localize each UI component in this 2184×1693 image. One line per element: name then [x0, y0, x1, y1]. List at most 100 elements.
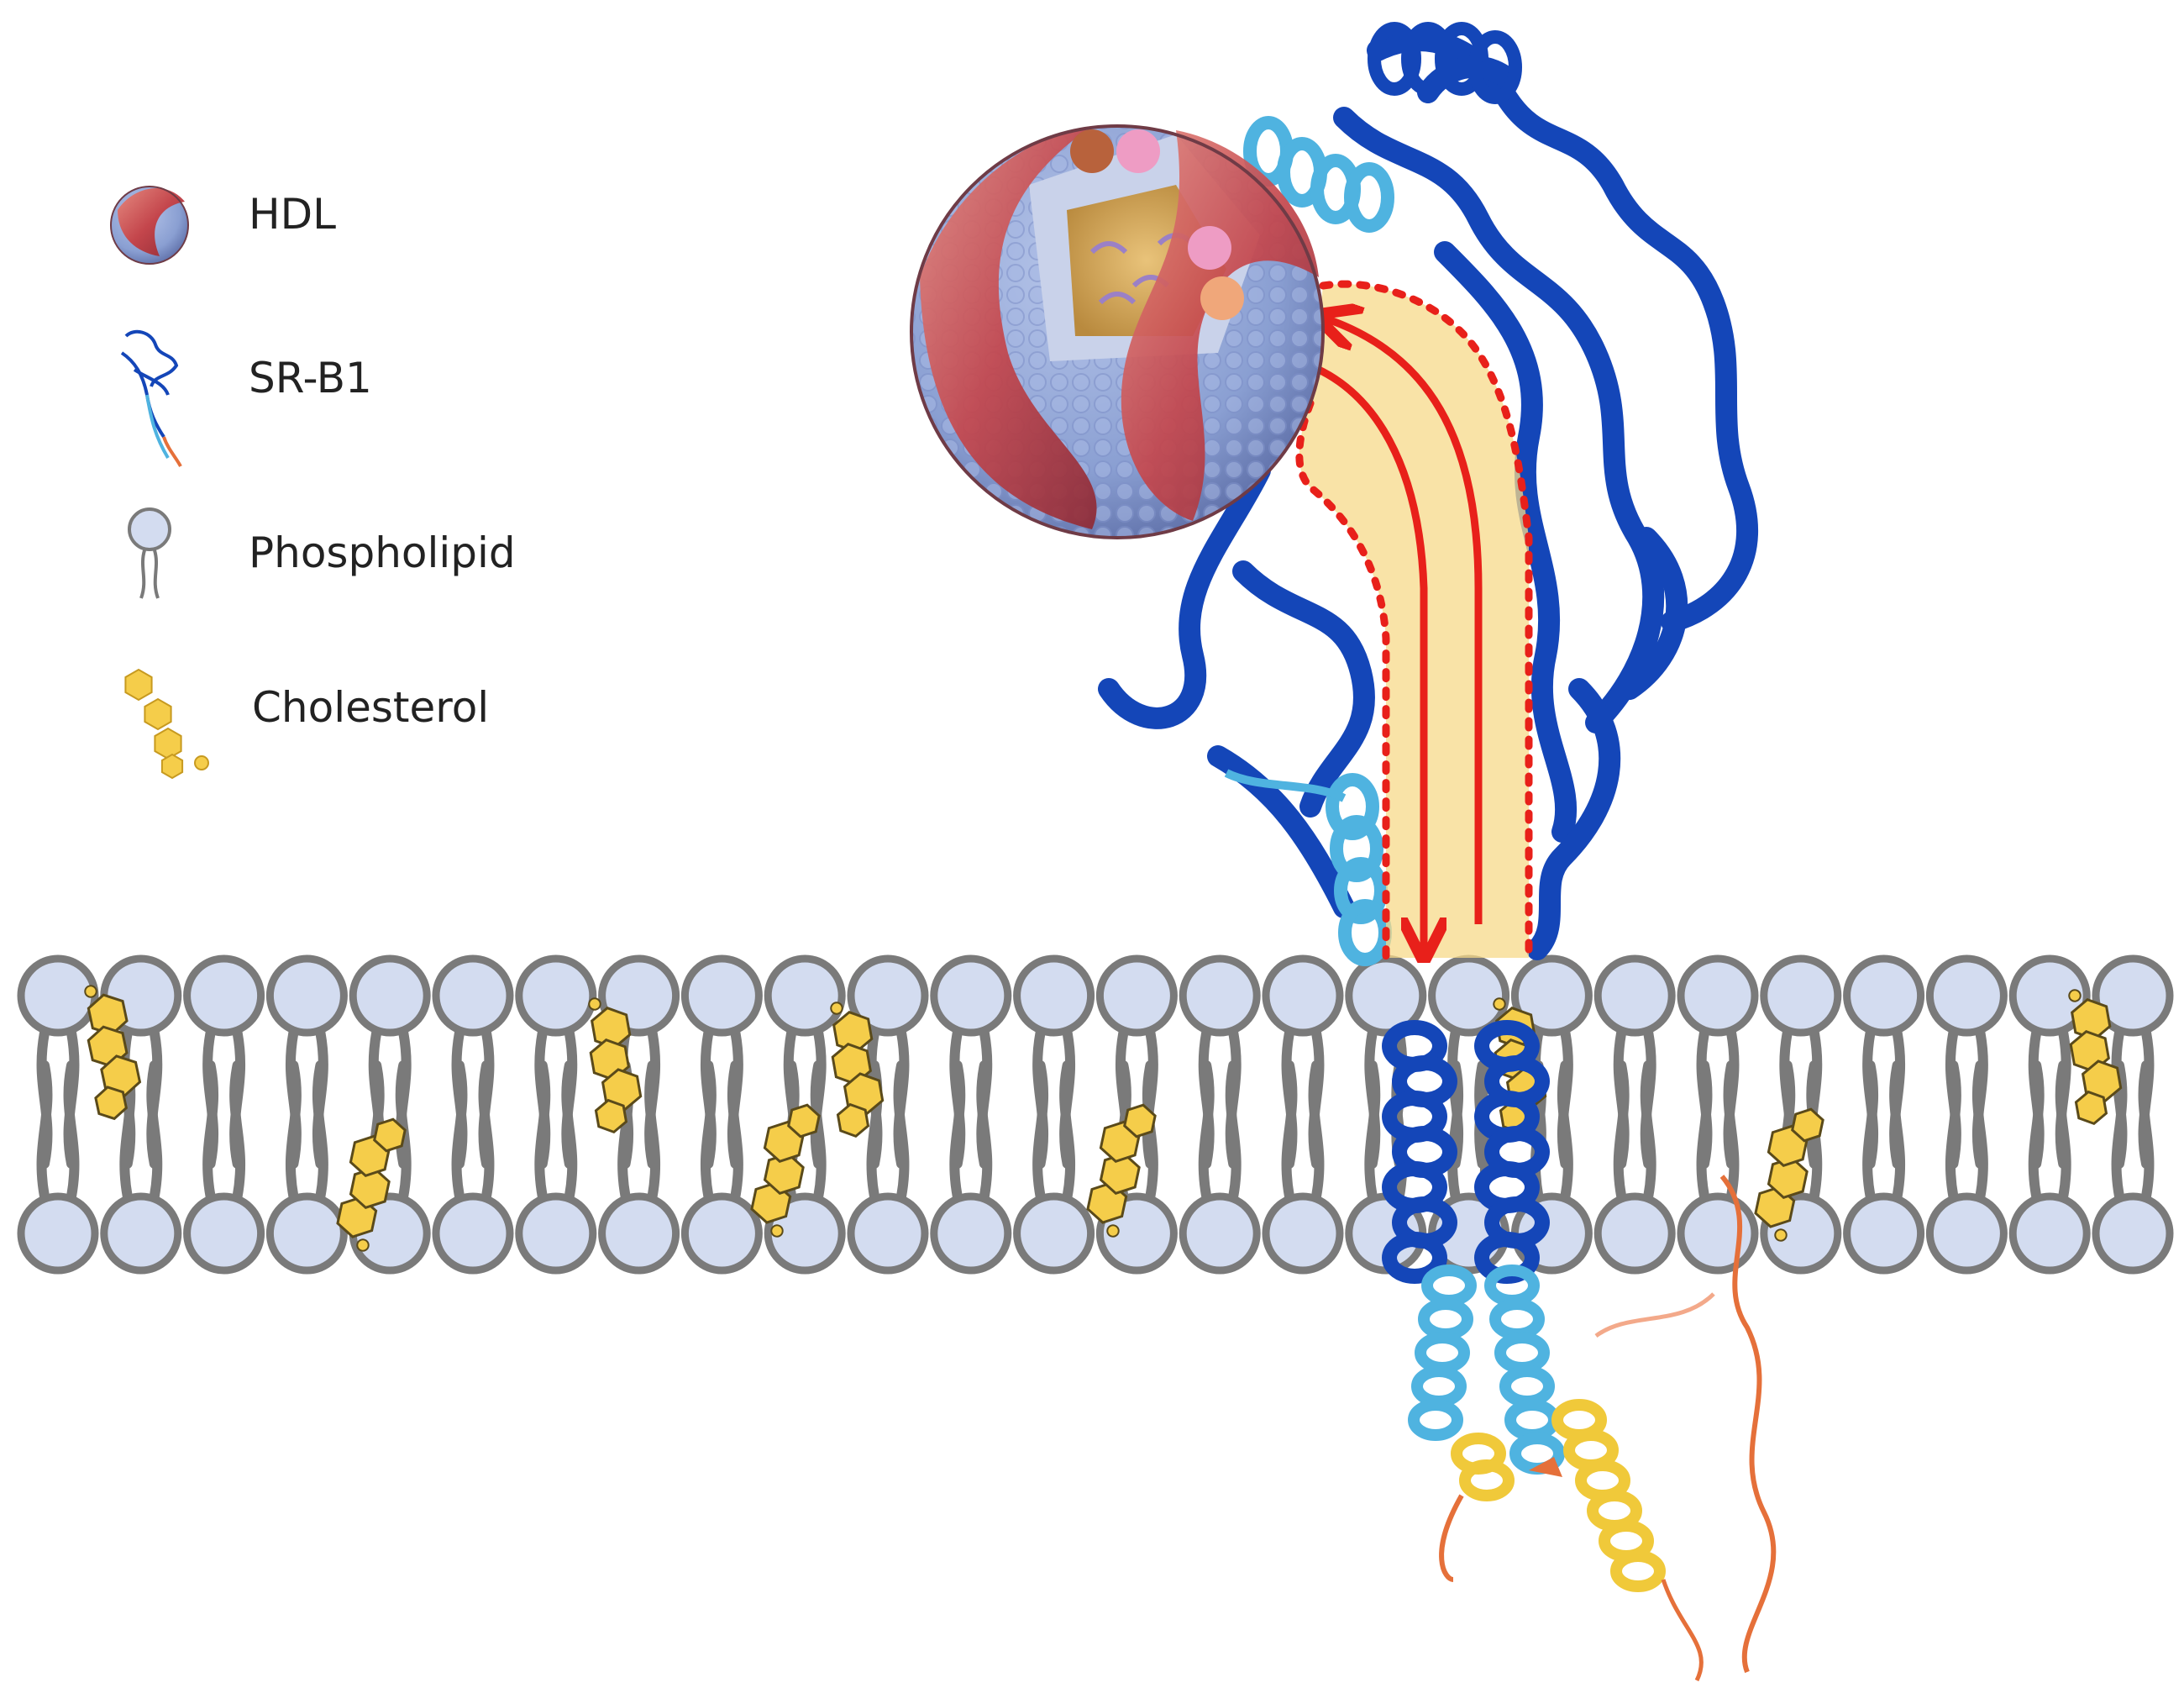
lipid-tail-pair: [2111, 1028, 2155, 1201]
phospholipid-head-outer: [1925, 954, 2008, 1037]
cholesterol-molecule: [84, 985, 142, 1121]
lipid-tail-pair: [451, 1028, 495, 1201]
cytoplasmic-helix-turn: [1489, 1298, 1545, 1340]
lipid-tail-pair: [534, 1028, 578, 1201]
phospholipid-head-outer: [680, 954, 763, 1037]
phospholipid-head-inner: [265, 1192, 348, 1275]
cytoplasmic-helix-turn: [1408, 1399, 1463, 1441]
cholesterol-molecule: [1086, 1103, 1157, 1238]
cholesterol-molecule: [830, 1002, 885, 1138]
phospholipid-head-inner: [1593, 1192, 1676, 1275]
lipid-tail-pair: [700, 1028, 743, 1201]
srb1-helix-top: [1368, 22, 1522, 104]
phospholipid-head-outer: [1760, 954, 1842, 1037]
phospholipid-head-outer: [349, 954, 431, 1037]
phospholipid-head-inner: [1179, 1192, 1261, 1275]
lipid-tail-pair: [1862, 1028, 1906, 1201]
srb1-protein: [1098, 22, 1758, 966]
phospholipid-head-outer: [1510, 954, 1593, 1037]
lipid-tail-pair: [1281, 1028, 1325, 1201]
phospholipid-head-outer: [2092, 954, 2174, 1037]
cholesterol-molecule: [336, 1117, 407, 1252]
cytoplasmic-helix-turn: [1484, 1264, 1540, 1307]
phospholipid-head-inner: [598, 1192, 680, 1275]
phospholipid-head-outer: [183, 954, 265, 1037]
phospholipid-bilayer: [17, 954, 2174, 1275]
phospholipid-head-outer: [1179, 954, 1261, 1037]
phospholipid-head-outer: [847, 954, 929, 1037]
legend: [110, 186, 209, 780]
phospholipid-head-inner: [1925, 1192, 2008, 1275]
legend-label-srb1: SR-B1: [249, 354, 372, 402]
cholesterol-ring: [144, 697, 172, 731]
hdl-particle-icon: [110, 186, 189, 265]
phospholipid-head-outer: [1013, 954, 1095, 1037]
phospholipid-head-outer: [1593, 954, 1676, 1037]
cytoplasmic-helix-turn: [1610, 1550, 1666, 1592]
lipid-tail-pair: [2028, 1028, 2071, 1201]
lipid-tail-pair: [202, 1028, 246, 1201]
phospholipid-head-outer: [930, 954, 1012, 1037]
phospholipid-head-inner: [1013, 1192, 1095, 1275]
cholesterol-ring: [124, 668, 153, 702]
srb1-protein-icon: [120, 329, 182, 467]
phospholipid-head-outer: [17, 954, 99, 1037]
srb1-extracellular-domain: [1098, 29, 1758, 960]
disordered-loop: [1594, 1292, 1715, 1338]
disordered-loop: [1719, 1175, 1777, 1674]
efflux-arrow: [1323, 318, 1483, 924]
phospholipid-head-inner: [1262, 1192, 1344, 1275]
phospholipid-head-outer: [1262, 954, 1344, 1037]
lipid-tail-pair: [1613, 1028, 1656, 1201]
phospholipid-head-inner: [183, 1192, 265, 1275]
lipid-tail-pair: [1530, 1028, 1573, 1201]
phospholipid-head-outer: [1095, 954, 1178, 1037]
disordered-loop: [1661, 1579, 1704, 1682]
cholesterol-ring: [154, 727, 182, 760]
cytoplasmic-helix-turn: [1499, 1365, 1555, 1407]
srb1-cytoplasmic-tail: [1408, 1175, 1777, 1682]
srb1-light-blue-helices: [1224, 116, 1394, 966]
cholesterol-icon: [124, 668, 209, 780]
phospholipid-head-inner: [680, 1192, 763, 1275]
phospholipid-icon: [128, 507, 171, 599]
lipid-tail-pair: [1696, 1028, 1740, 1201]
cholesterol-molecule: [1754, 1107, 1824, 1242]
lipid-tail-pair: [119, 1028, 163, 1201]
lipid-tail-pair: [1945, 1028, 1988, 1201]
phospholipid-head-inner: [930, 1192, 1012, 1275]
phospholipid-head-outer: [265, 954, 348, 1037]
phospholipid-head-inner: [2092, 1192, 2174, 1275]
lipid-transfer-channel: [1295, 280, 1533, 958]
lipid-tail-pair: [866, 1028, 910, 1201]
phospholipid-head-inner: [1843, 1192, 1925, 1275]
lipid-tail-pair: [1198, 1028, 1242, 1201]
phospholipid-head-inner: [1677, 1192, 1759, 1275]
lipid-tail-pair: [36, 1028, 80, 1201]
cytoplasmic-helix-turn: [1415, 1332, 1470, 1374]
phospholipid-head-outer: [515, 954, 597, 1037]
phospholipid-head-inner: [515, 1192, 597, 1275]
beta-strand: [1529, 1457, 1562, 1477]
hdl-particle: [910, 124, 1325, 539]
cytoplasmic-helix-turn: [1504, 1399, 1560, 1441]
disordered-loop: [1439, 1494, 1464, 1582]
cholesterol-molecule: [750, 1103, 821, 1238]
phospholipid-head-inner: [2008, 1192, 2091, 1275]
cytoplasmic-helix-turn: [1494, 1332, 1550, 1374]
phospholipid-head-outer: [1677, 954, 1759, 1037]
phospholipid-head-outer: [432, 954, 514, 1037]
phospholipid-head-outer: [1428, 954, 1510, 1037]
cytoplasmic-helix-turn: [1421, 1264, 1477, 1307]
cytoplasmic-helix-turn: [1411, 1365, 1467, 1407]
phospholipid-head-outer: [1843, 954, 1925, 1037]
lipid-tail-pair: [1032, 1028, 1076, 1201]
phospholipid-head-inner: [432, 1192, 514, 1275]
legend-label-phospholipid: Phospholipid: [249, 528, 516, 577]
cholesterol-ring: [160, 753, 184, 780]
legend-label-hdl: HDL: [249, 190, 336, 239]
tm-helix-turn: [1382, 1232, 1447, 1284]
lipid-tail-pair: [285, 1028, 328, 1201]
cholesterol-molecule: [2068, 989, 2123, 1126]
